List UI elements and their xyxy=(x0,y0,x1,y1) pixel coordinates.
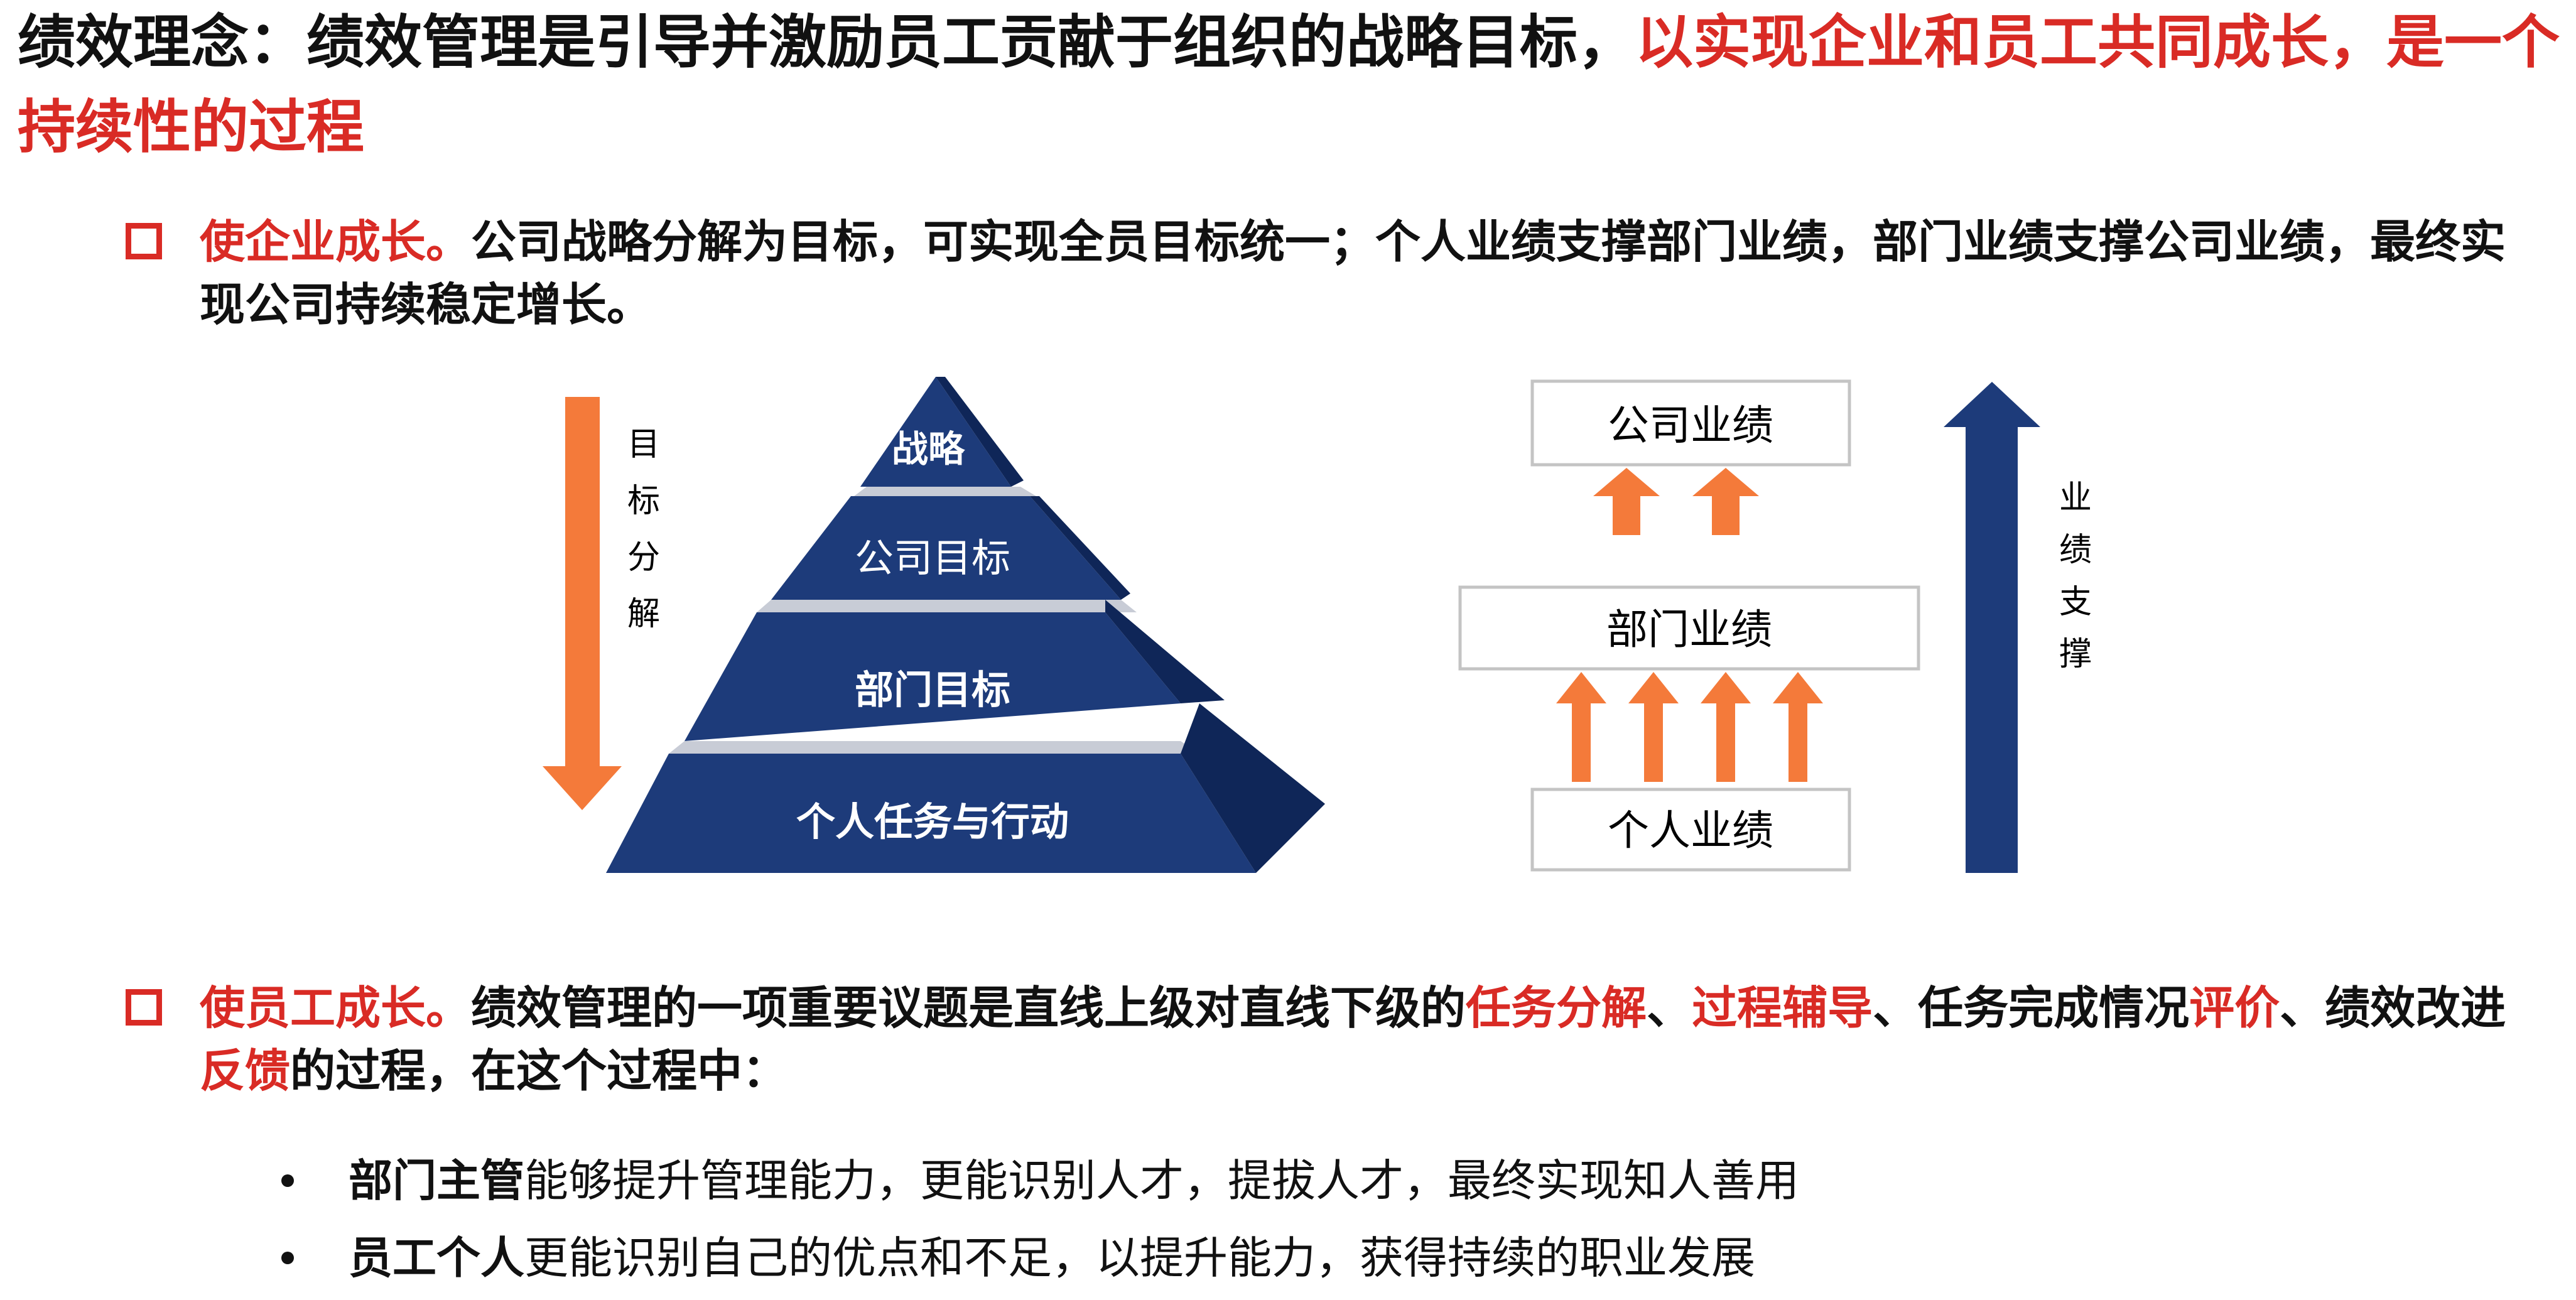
up-arrow-icon xyxy=(1701,672,1751,782)
right-arrow-label-3: 支 xyxy=(2059,583,2092,621)
section2-part-3: 过程辅导 xyxy=(1692,981,1873,1034)
section-enterprise-growth: 使企业成长。公司战略分解为目标，可实现全员目标统一；个人业绩支撑部门业绩，部门业… xyxy=(200,210,2536,336)
up-arrow-icon xyxy=(1628,672,1679,782)
up-arrow-icon xyxy=(1556,672,1606,782)
bullet-2-text: 更能识别自己的优点和不足，以提升能力，获得持续的职业发展 xyxy=(524,1232,1755,1284)
pyramid-level-2: 公司目标 xyxy=(855,535,1010,581)
section-employee-growth: 使员工成长。绩效管理的一项重要议题是直线上级对直线下级的任务分解、过程辅导、任务… xyxy=(200,977,2536,1102)
box-label-individual: 个人业绩 xyxy=(1608,806,1773,855)
section2-part-5: 评价 xyxy=(2189,981,2280,1034)
section2-part-0: 绩效管理的一项重要议题是直线上级对直线下级的 xyxy=(471,981,1466,1034)
growth-diagram: 目 标 分 解 战略 公司目标 部门目标 个人任务与行动 公司业绩 部门业绩 个… xyxy=(543,377,2092,873)
section2-part-1: 任务分解 xyxy=(1466,981,1647,1034)
box-label-department: 部门业绩 xyxy=(1606,605,1772,654)
section1-text: 公司战略分解为目标，可实现全员目标统一；个人业绩支撑部门业绩，部门业绩支撑公司业… xyxy=(200,215,2506,331)
bullet-icon xyxy=(281,1252,294,1264)
title-black: 绩效理念：绩效管理是引导并激励员工贡献于组织的战略目标， xyxy=(18,8,1636,76)
pyramid xyxy=(606,377,1325,873)
section2-part-4: 、任务完成情况 xyxy=(1873,981,2190,1034)
box-individual-performance xyxy=(1530,788,1851,872)
box-department-performance xyxy=(1458,585,1920,671)
pyramid-level-3: 部门目标 xyxy=(855,667,1010,713)
section2-part-2: 、 xyxy=(1647,981,1692,1034)
checkbox-icon xyxy=(126,223,162,259)
right-arrow-label-2: 绩 xyxy=(2059,531,2092,569)
bullet-2-bold: 员工个人 xyxy=(349,1232,524,1284)
performance-support-arrow-icon xyxy=(1944,382,2040,873)
section2-lead: 使员工成长。 xyxy=(200,981,472,1034)
section2-part-7: 反馈 xyxy=(200,1044,291,1097)
right-arrow-label-1: 业 xyxy=(2059,479,2092,517)
page-title: 绩效理念：绩效管理是引导并激励员工贡献于组织的战略目标，以实现企业和员工共同成长… xyxy=(18,0,2567,170)
bullet-1-text: 能够提升管理能力，更能识别人才，提拔人才，最终实现知人善用 xyxy=(524,1155,1799,1206)
pyramid-level-4: 个人任务与行动 xyxy=(796,799,1069,845)
section2-part-8: 的过程，在这个过程中： xyxy=(290,1044,788,1097)
up-arrows-lower xyxy=(1556,672,1823,782)
left-arrow-label-4: 解 xyxy=(627,595,660,633)
left-arrow-label-3: 分 xyxy=(627,539,660,577)
section2-part-6: 、绩效改进 xyxy=(2280,981,2506,1034)
box-label-company: 公司业绩 xyxy=(1608,401,1773,450)
up-arrows-upper xyxy=(1593,468,1759,535)
up-arrow-icon xyxy=(1593,468,1660,535)
checkbox-icon xyxy=(126,989,162,1026)
title-red: 以实现企业和员工共同成长，是一个持续性的过程 xyxy=(18,8,2560,161)
left-arrow-label-2: 标 xyxy=(627,482,660,520)
bullet-item-employee: 员工个人更能识别自己的优点和不足，以提升能力，获得持续的职业发展 xyxy=(349,1227,1755,1289)
up-arrow-icon xyxy=(1692,468,1759,535)
right-arrow-label-4: 撑 xyxy=(2059,636,2092,673)
bullet-item-manager: 部门主管能够提升管理能力，更能识别人才，提拔人才，最终实现知人善用 xyxy=(349,1149,1799,1212)
up-arrow-icon xyxy=(1773,672,1823,782)
left-arrow-label-1: 目 xyxy=(627,426,660,463)
bullet-icon xyxy=(281,1174,294,1187)
box-company-performance xyxy=(1530,379,1851,467)
pyramid-level-1: 战略 xyxy=(892,428,965,470)
section1-lead: 使企业成长。 xyxy=(200,215,472,268)
goal-decomposition-arrow-icon xyxy=(543,397,622,810)
bullet-1-bold: 部门主管 xyxy=(349,1154,524,1206)
